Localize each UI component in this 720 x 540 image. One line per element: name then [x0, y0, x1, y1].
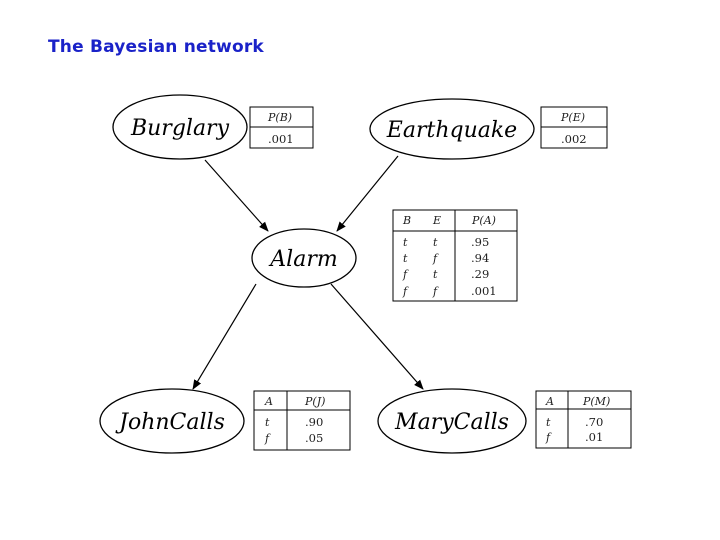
edge-alarm-marycalls — [330, 283, 424, 390]
cpt-john-r1-p: .05 — [305, 431, 323, 445]
cpt-alarm-header-pa: P(A) — [471, 214, 496, 227]
cpt-mary-header-a: A — [545, 395, 554, 408]
node-johncalls-label: JohnCalls — [115, 410, 225, 435]
cpt-mary-r1-p: .01 — [585, 430, 603, 444]
node-alarm-label: Alarm — [268, 247, 337, 272]
node-earthquake-label: Earthquake — [386, 118, 517, 143]
edges — [192, 155, 424, 390]
cpt-mary-r1-a: f — [545, 431, 552, 444]
cpt-alarm-header-b: B — [402, 214, 411, 227]
cpt-john-header-pj: P(J) — [304, 395, 325, 408]
edge-alarm-johncalls — [192, 283, 257, 390]
cpt-john-header-a: A — [264, 395, 273, 408]
cpt-john-r0-p: .90 — [305, 415, 323, 429]
node-marycalls-label: MaryCalls — [394, 410, 509, 435]
edge-burglary-alarm — [204, 159, 269, 232]
cpt-alarm-r0-p: .95 — [471, 235, 489, 249]
cpt-alarm-r3-p: .001 — [471, 284, 497, 298]
cpt-alarm-r1-b: t — [403, 252, 408, 265]
cpt-alarm-header-e: E — [432, 214, 441, 227]
cpt-mary-r0-a: t — [546, 416, 551, 429]
cpt-earthquake-value: .002 — [561, 132, 587, 146]
cpt-john-r1-a: f — [264, 432, 271, 445]
cpt-alarm-r3-b: f — [402, 285, 409, 298]
cpt-burglary-header: P(B) — [267, 111, 292, 124]
cpt-burglary-value: .001 — [268, 132, 294, 146]
cpt-john-r0-a: t — [265, 416, 270, 429]
node-alarm: Alarm — [251, 228, 357, 288]
cpt-mary: A P(M) t .70 f .01 — [535, 390, 632, 449]
node-burglary-label: Burglary — [130, 116, 230, 141]
cpt-mary-r0-p: .70 — [585, 415, 603, 429]
cpt-alarm-r2-e: t — [433, 268, 438, 281]
cpt-alarm-r2-b: f — [402, 268, 409, 281]
cpt-mary-header-pm: P(M) — [582, 395, 610, 408]
node-johncalls: JohnCalls — [99, 388, 245, 454]
node-marycalls: MaryCalls — [377, 388, 527, 454]
cpt-alarm-r1-p: .94 — [471, 251, 489, 265]
cpt-earthquake: P(E) .002 — [540, 106, 608, 149]
cpt-alarm-r0-e: t — [433, 236, 438, 249]
node-earthquake: Earthquake — [369, 98, 535, 160]
cpt-alarm-r0-b: t — [403, 236, 408, 249]
cpt-alarm-r2-p: .29 — [471, 267, 489, 281]
cpt-alarm-r3-e: f — [432, 285, 439, 298]
cpt-alarm-r1-e: f — [432, 252, 439, 265]
cpt-alarm: B E P(A) t t .95 t f .94 f t .29 f f .00… — [392, 209, 518, 302]
cpt-burglary: P(B) .001 — [249, 106, 314, 149]
node-burglary: Burglary — [112, 94, 248, 160]
cpt-earthquake-header: P(E) — [560, 111, 585, 124]
page-title: The Bayesian network — [48, 37, 264, 57]
cpt-john: A P(J) t .90 f .05 — [253, 390, 351, 451]
edge-earthquake-alarm — [336, 155, 399, 232]
